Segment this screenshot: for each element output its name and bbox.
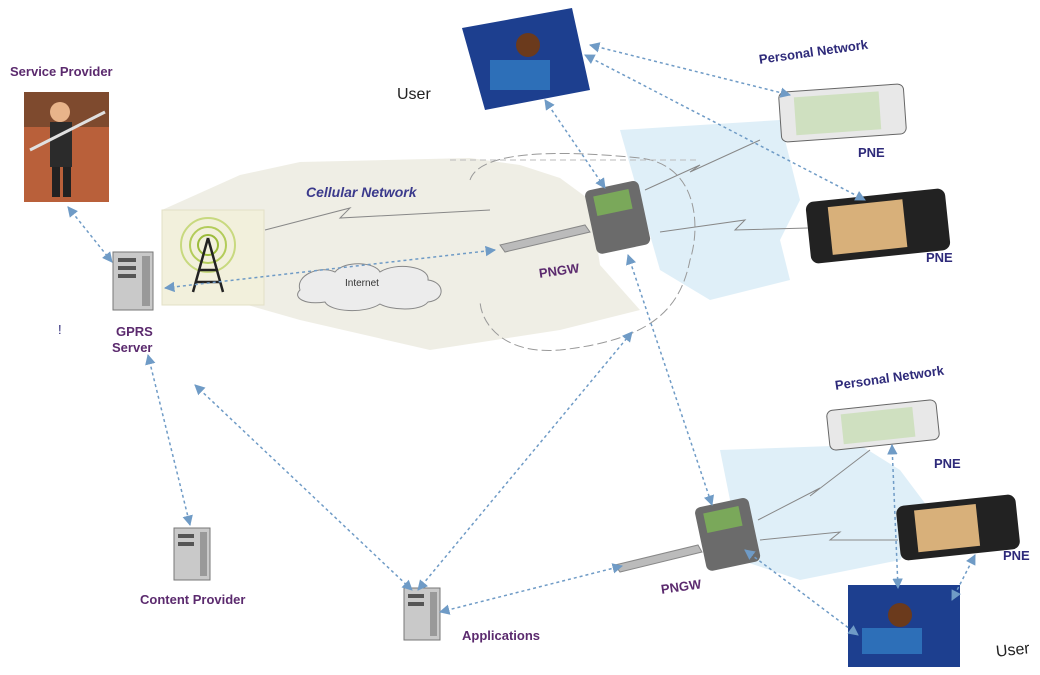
connection-arrows	[67, 42, 976, 636]
pne-device-gps-top	[778, 83, 907, 143]
applications-server-icon	[403, 587, 441, 641]
pne-device-video-bottom	[896, 494, 1020, 561]
gprs-label: GPRS	[116, 324, 153, 339]
pne-device-gps-bottom	[826, 399, 940, 451]
applications-label: Applications	[462, 628, 541, 643]
cellular-network-label: Cellular Network	[306, 184, 417, 200]
pne-label-3: PNE	[934, 456, 961, 471]
pne-label-4: PNE	[1003, 548, 1030, 563]
user-top-label: User	[397, 86, 431, 103]
content-provider-label: Content Provider	[140, 592, 246, 607]
service-provider-label: Service Provider	[10, 64, 113, 79]
server-label: Server	[112, 340, 153, 355]
internet-label: Internet	[345, 278, 379, 289]
pngw-phone-bottom	[614, 497, 761, 573]
user-top-image	[462, 8, 590, 110]
personal-network-zone-top	[620, 120, 800, 300]
pne-label-1: PNE	[858, 145, 885, 160]
personal-network-zone-bottom	[720, 445, 930, 580]
cell-tower-image	[161, 209, 265, 306]
user-bottom-label: User	[995, 640, 1031, 661]
service-provider-image	[24, 92, 109, 202]
gprs-server-icon	[112, 251, 154, 311]
pne-device-video-top	[805, 188, 951, 264]
content-provider-server-icon	[173, 527, 211, 581]
user-bottom-image	[848, 585, 960, 667]
pne-label-2: PNE	[926, 250, 953, 265]
stray-mark: !	[58, 322, 62, 337]
